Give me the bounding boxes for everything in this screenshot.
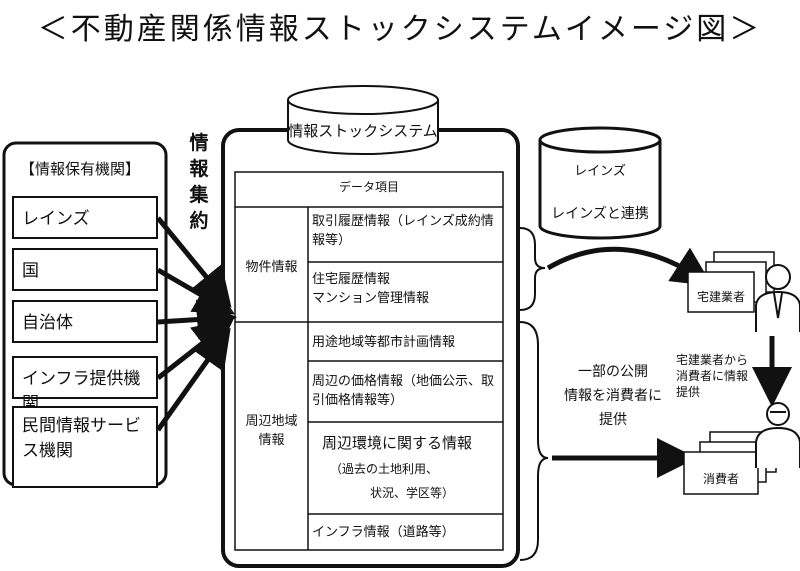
- group-property-label: 物件情報: [245, 260, 298, 275]
- source-municipality: 自治体: [12, 300, 158, 343]
- consumer-person-icon: [755, 402, 800, 468]
- reins-link-label: レインズと連携: [551, 206, 649, 222]
- area-brace: [519, 321, 549, 561]
- consumer-label: 消費者: [702, 472, 739, 486]
- aggregation-arrows: [155, 216, 237, 432]
- source-infrastructure: インフラ提供機関: [12, 356, 158, 414]
- agent-note: 宅建業者から 消費者に情報 提供: [676, 353, 749, 399]
- reins-title: レインズ: [574, 164, 626, 179]
- page-title: ＜不動産関係情報ストックシステムイメージ図＞: [37, 12, 763, 47]
- aggregation-label: 情報集約: [189, 132, 209, 232]
- reins-to-agent-arrow: [546, 246, 713, 287]
- item-urban-planning: 用途地域等都市計画情報: [312, 335, 456, 350]
- item-environment: 周辺環境に関する情報: [322, 434, 473, 452]
- reins-database-icon: [538, 126, 662, 240]
- source-private-info: 民間情報サービス機関: [12, 406, 158, 488]
- item-housing-history: 住宅履歴情報 マンション管理情報: [312, 272, 430, 306]
- source-reins: レインズ: [12, 196, 158, 239]
- agent-label: 宅建業者: [696, 290, 745, 304]
- item-transaction-history: 取引履歴情報（レインズ成約情報等）: [312, 214, 494, 248]
- source-national: 国: [12, 248, 158, 291]
- item-environment-detail-2: 状況、学区等）: [370, 486, 455, 500]
- public-info-label: 一部の公開 情報を消費者に 提供: [564, 364, 662, 428]
- table-header: データ項目: [338, 180, 399, 194]
- item-price-info: 周辺の価格情報（地価公示、取引価格情報等）: [312, 374, 495, 408]
- item-environment-detail-1: （過去の土地利用、: [330, 462, 439, 476]
- item-infrastructure-info: インフラ情報（道路等）: [312, 525, 455, 540]
- group-area-label: 周辺地域 情報: [245, 414, 298, 448]
- system-title: 情報ストックシステム: [288, 122, 438, 140]
- sources-header: 【情報保有機関】: [20, 160, 141, 178]
- system-database-icon: [287, 85, 439, 155]
- property-brace: [519, 227, 546, 311]
- agent-person-icon: [755, 264, 800, 332]
- data-table-lines: [234, 171, 504, 551]
